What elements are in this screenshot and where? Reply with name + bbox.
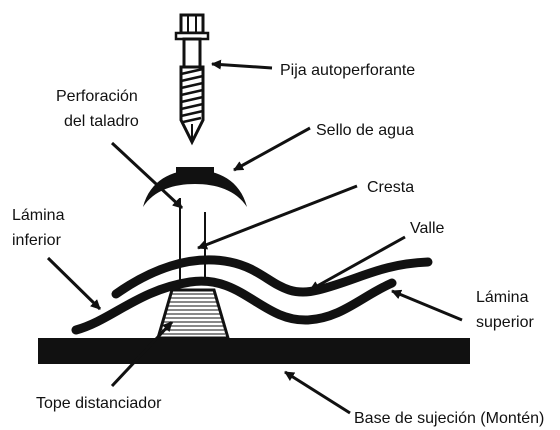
lower-sheet (71, 276, 397, 335)
label-crest: Cresta (367, 179, 414, 196)
self-drilling-screw (174, 13, 210, 146)
spacer-arrow (110, 320, 174, 388)
label-drill-hole-line1: Perforación (56, 88, 138, 105)
water-seal (143, 167, 247, 207)
crest-arrow (197, 184, 358, 250)
base-beam (38, 338, 470, 364)
valley-arrow (309, 235, 406, 292)
label-spacer: Tope distanciador (36, 395, 162, 412)
drill-hole-arrow (110, 141, 184, 210)
water-seal-arrow (233, 126, 311, 172)
label-screw: Pija autoperforante (280, 62, 415, 79)
label-drill-hole-line2: del taladro (64, 113, 139, 130)
label-base: Base de sujeción (Montén) (354, 410, 544, 427)
drill-hole (179, 198, 206, 284)
lower-sheet-arrow (46, 256, 102, 311)
base-arrow (284, 370, 351, 415)
screw-arrow (211, 59, 273, 70)
label-valley: Valle (410, 220, 444, 237)
label-water-seal: Sello de agua (316, 122, 414, 139)
label-lower-sheet-line2: inferior (12, 232, 62, 249)
upper-sheet (111, 255, 433, 299)
upper-sheet-arrow (391, 289, 463, 322)
label-lower-sheet-line1: Lámina (12, 207, 65, 224)
label-upper-sheet-line2: superior (476, 314, 534, 331)
label-upper-sheet-line1: Lámina (476, 289, 529, 306)
spacer-block (156, 288, 230, 340)
